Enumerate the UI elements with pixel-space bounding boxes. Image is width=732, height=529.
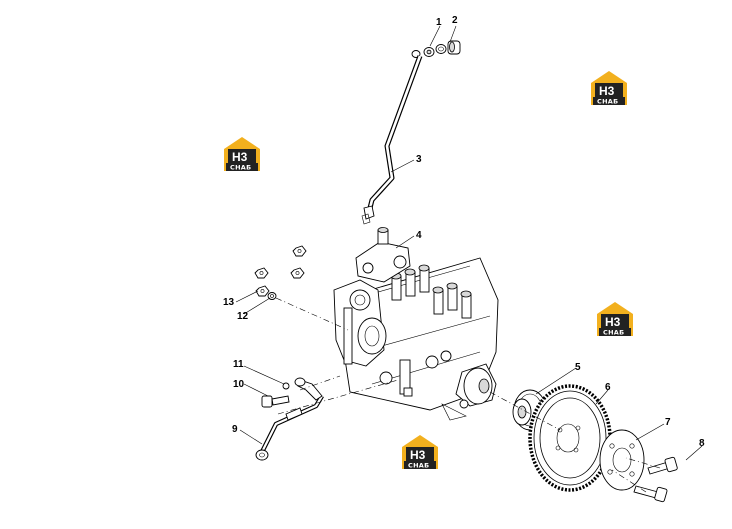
logo-letters: H3 [605,315,621,329]
watermark-logo: H3 CHAБ [591,71,627,106]
callout-1: 1 [436,17,442,28]
callout-12: 12 [237,311,249,322]
callout-labels: 1 2 3 4 5 6 7 8 9 10 11 12 13 [223,15,705,449]
leader-lines [235,25,703,461]
logo-letters: H3 [232,150,248,164]
callout-13: 13 [223,297,235,308]
oil-pipe [255,377,324,461]
callout-3: 3 [416,154,422,165]
logo-letters: H3 [410,448,426,462]
logo-brand: CHAБ [603,329,624,337]
logo-brand: CHAБ [597,98,618,106]
callout-8: 8 [699,438,705,449]
lock-plate [599,429,645,491]
callout-5: 5 [575,362,581,373]
nuts-washers [254,245,307,300]
callout-6: 6 [605,382,611,393]
callout-7: 7 [665,417,671,428]
banjo-bolt [261,382,290,408]
watermark-logo: H3 CHAБ [597,302,633,337]
assembly-lines [275,297,661,493]
watermark-logo: H3 CHAБ [402,435,438,470]
injection-pump [333,227,499,421]
pump-elements [390,264,472,319]
watermark-logo: H3 CHAБ [224,137,260,172]
callout-2: 2 [452,15,458,26]
callout-9: 9 [232,424,238,435]
callout-11: 11 [233,359,244,370]
callout-4: 4 [416,230,422,241]
callout-10: 10 [233,379,245,390]
logo-brand: CHAБ [408,462,429,470]
pipe-end-fittings [411,40,461,58]
logo-brand: CHAБ [230,164,251,172]
fuel-pipe [361,55,423,225]
logo-letters: H3 [599,84,615,98]
